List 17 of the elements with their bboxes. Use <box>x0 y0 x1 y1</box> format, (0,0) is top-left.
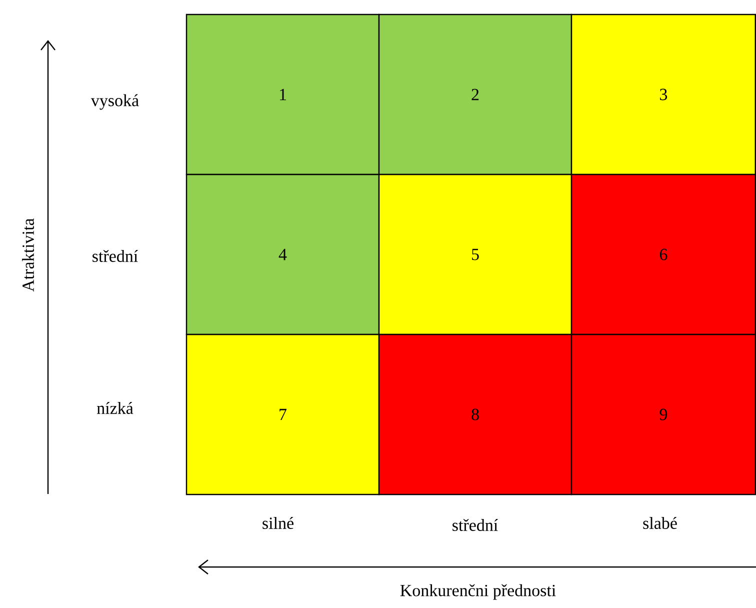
column-label: střední <box>452 519 498 531</box>
matrix-cell: 3 <box>570 14 756 176</box>
row-label: střední <box>92 250 138 262</box>
axis-title: Atraktivita <box>22 218 34 292</box>
matrix-cell: 1 <box>186 14 380 176</box>
column-label: slabé <box>643 517 677 529</box>
matrix-cell: 7 <box>186 334 380 496</box>
matrix-cell: 6 <box>570 174 756 336</box>
row-label: vysoká <box>90 94 139 110</box>
matrix-cell: 4 <box>186 174 380 336</box>
column-label: silné <box>262 517 294 529</box>
axis-title: Konkurenčni přednosti <box>400 584 556 600</box>
matrix-cell: 8 <box>378 334 572 496</box>
matrix-cell: 5 <box>378 174 572 336</box>
matrix-cell: 9 <box>570 334 756 496</box>
row-label: nízká <box>97 402 134 414</box>
matrix-cell: 2 <box>378 14 572 176</box>
